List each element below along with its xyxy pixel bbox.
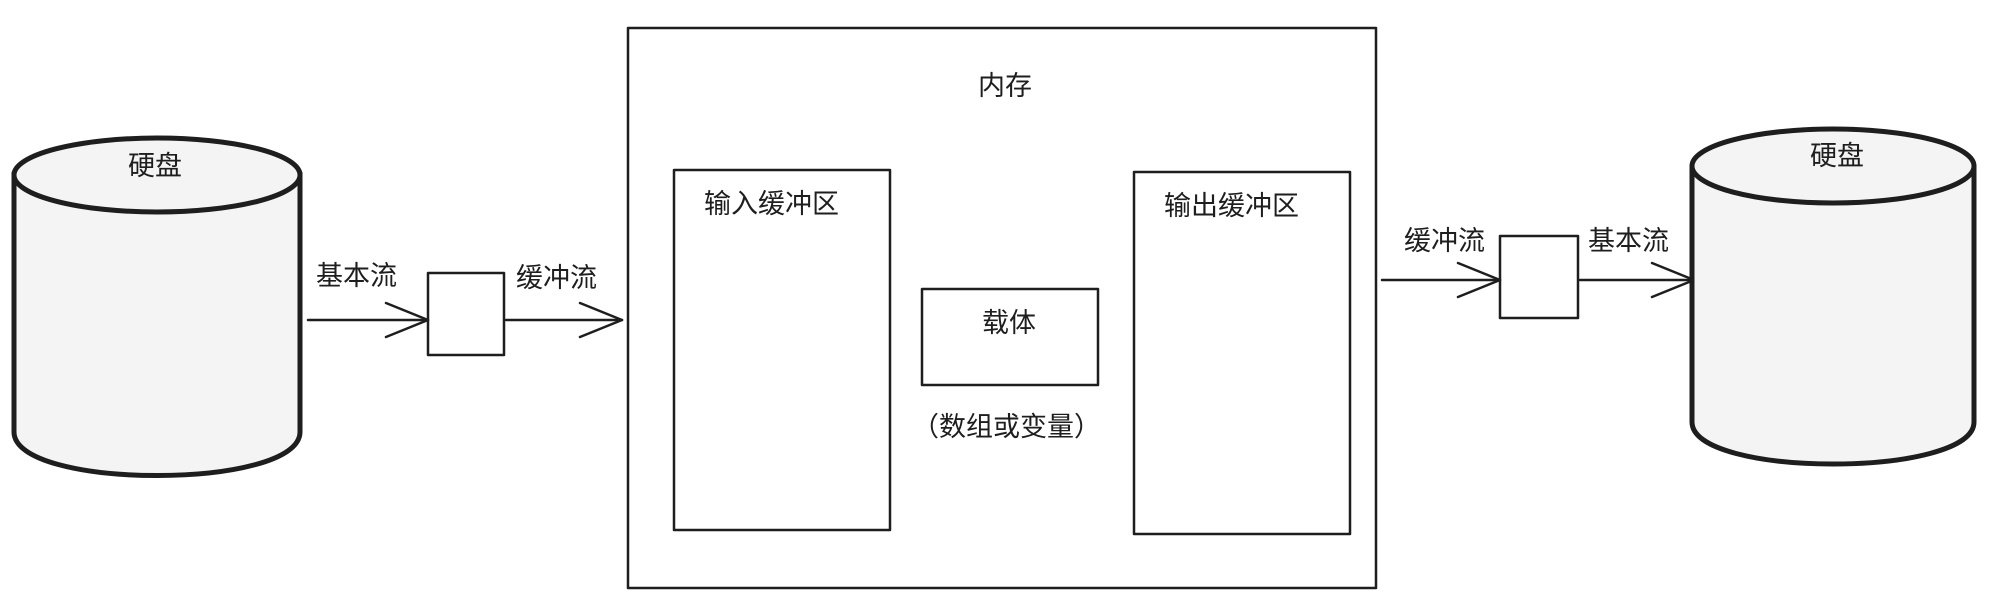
left-disk-label: 硬盘: [128, 151, 182, 182]
memory: 内存 输入缓冲区 载体 （数组或变量） 输出缓冲区: [626, 26, 1378, 590]
right-basic-stream-label: 基本流: [1588, 226, 1669, 257]
right-disk-body: [1689, 163, 1977, 467]
carrier-box: [920, 287, 1100, 387]
input-buffer-box: [672, 168, 892, 532]
right-flow: 缓冲流 基本流: [1380, 226, 1696, 320]
memory-label: 内存: [978, 71, 1032, 102]
left-flow: 基本流 缓冲流: [306, 261, 624, 357]
left-disk: 硬盘: [11, 135, 303, 478]
left-buffer-node: [426, 271, 506, 357]
input-buffer-label: 输入缓冲区: [704, 189, 839, 220]
left-buffered-stream-label: 缓冲流: [516, 263, 597, 294]
right-disk-top: [1689, 126, 1977, 206]
output-buffer-label: 输出缓冲区: [1164, 191, 1299, 222]
left-buffered-stream-arrowhead: [578, 301, 624, 339]
right-buffered-stream-label: 缓冲流: [1404, 226, 1485, 257]
output-buffer-box: [1132, 170, 1352, 536]
left-disk-top: [11, 135, 303, 215]
right-disk: 硬盘: [1689, 126, 1977, 467]
carrier-note: （数组或变量）: [912, 412, 1101, 443]
right-disk-label: 硬盘: [1810, 141, 1864, 172]
carrier-label: 载体: [982, 308, 1036, 339]
left-disk-body: [11, 170, 303, 478]
right-buffer-node: [1498, 234, 1580, 320]
memory-box: [626, 26, 1378, 590]
left-basic-stream-label: 基本流: [316, 261, 397, 292]
